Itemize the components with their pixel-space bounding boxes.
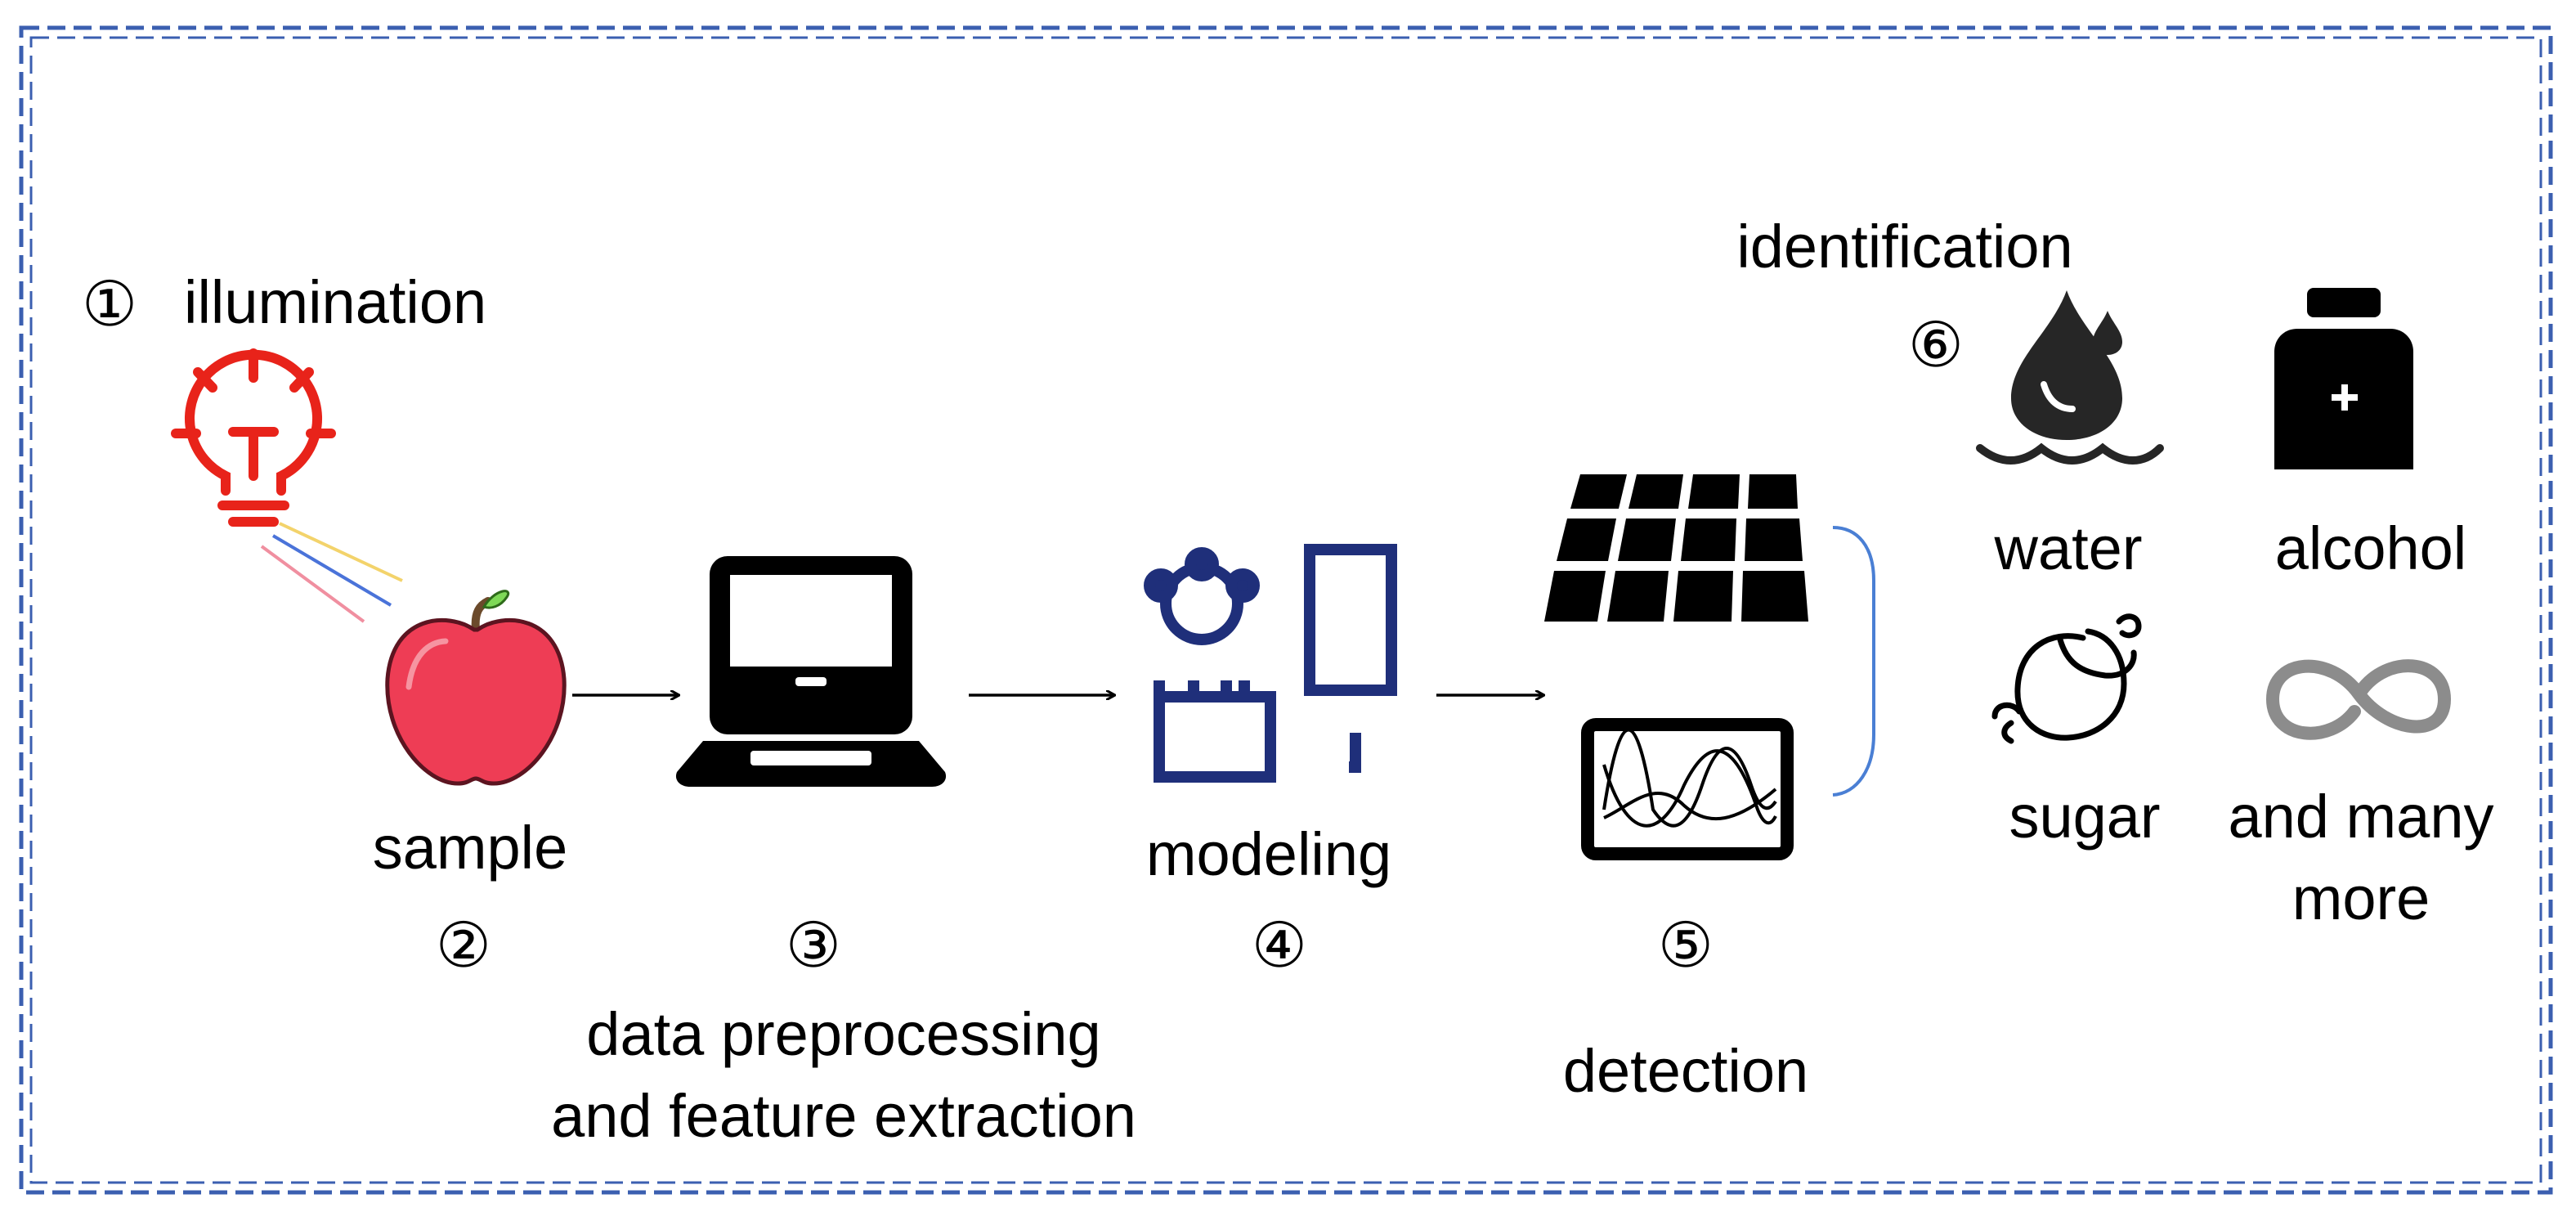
bottle-icon: [2274, 288, 2413, 469]
water-drop-icon: [1976, 290, 2164, 465]
detection-bracket: [1832, 526, 1875, 797]
step-label-detection: detection: [1563, 1037, 1808, 1105]
frame-outer: [19, 25, 2553, 1195]
step-number-illumination: ①: [82, 267, 137, 340]
step-number-preprocessing: ③: [786, 909, 841, 981]
light-rays: [260, 522, 403, 623]
modeling-icon: [1144, 544, 1397, 783]
light-bulb-icon: [171, 348, 336, 527]
identification-water-label: water: [1994, 514, 2143, 582]
step-label-identification: identification: [1736, 213, 2072, 281]
identification-more-label-line1: and many: [2229, 783, 2494, 851]
infinity-icon: [2265, 659, 2452, 740]
step-label-illumination: illumination: [184, 268, 486, 336]
step-label-modeling: modeling: [1146, 820, 1391, 888]
apple-icon: [385, 590, 567, 786]
step-label-sample: sample: [373, 814, 568, 882]
step-number-detection: ⑤: [1658, 909, 1714, 981]
frame-inner: [29, 36, 2542, 1184]
identification-sugar-label: sugar: [2009, 783, 2160, 851]
step-number-sample: ②: [436, 909, 491, 981]
waveform-monitor-icon: [1581, 718, 1794, 860]
sugar-icon: [1991, 613, 2142, 744]
laptop-icon: [675, 556, 947, 787]
step-label-preprocessing-line2: and feature extraction: [551, 1082, 1136, 1150]
step-number-identification: ⑥: [1908, 308, 1964, 381]
identification-more-label-line2: more: [2292, 864, 2430, 932]
step-label-preprocessing-line1: data preprocessing: [586, 1000, 1100, 1068]
step-number-modeling: ④: [1252, 909, 1307, 981]
grid-panel-icon: [1544, 474, 1808, 622]
identification-alcohol-label: alcohol: [2275, 514, 2467, 582]
